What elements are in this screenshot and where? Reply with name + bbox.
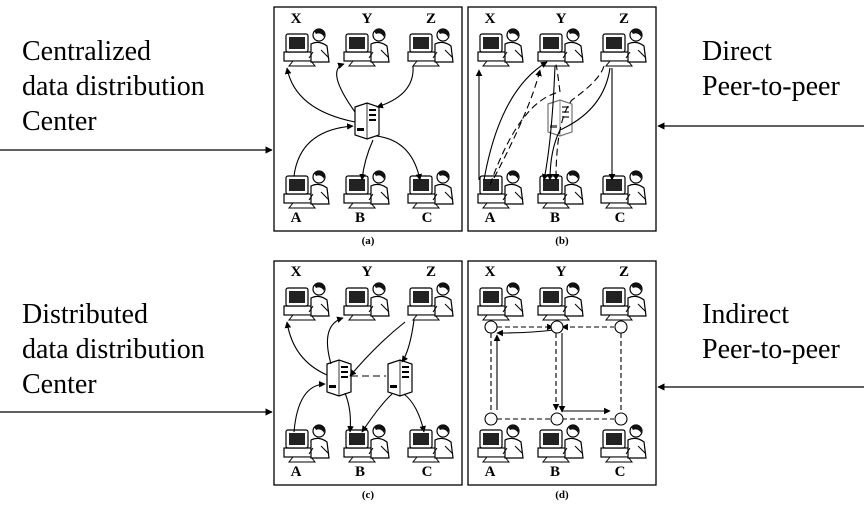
node-label-b: B — [355, 210, 365, 226]
panel-d: X Y Z A B C — [467, 260, 657, 501]
computer-user-icon — [537, 282, 584, 321]
connection-arrows — [284, 62, 423, 181]
computer-user-icon — [283, 28, 330, 67]
label-line: Peer-to-peer — [702, 334, 840, 365]
computer-user-icon — [343, 28, 390, 67]
label-centralized: Centralized data distribution Center — [22, 34, 205, 139]
node-label-x: X — [291, 264, 302, 280]
node-label-a: A — [291, 210, 302, 226]
node-label-z: Z — [619, 264, 629, 280]
label-indirect: Indirect Peer-to-peer — [702, 297, 840, 367]
label-line: Distributed — [22, 299, 148, 330]
label-line: data distribution — [22, 71, 205, 102]
node-label-b: B — [355, 464, 365, 480]
node-label-x: X — [291, 11, 302, 27]
computer-user-icon — [600, 282, 647, 321]
relay-node-icon — [484, 412, 498, 426]
label-line: Center — [22, 369, 97, 400]
computer-user-icon — [477, 28, 524, 67]
computer-user-icon — [477, 424, 524, 463]
server-tower-icon — [387, 359, 413, 397]
computer-user-icon — [537, 28, 584, 67]
label-line: Centralized — [22, 36, 152, 67]
server-tower-icon — [354, 102, 380, 140]
node-label-x: X — [485, 11, 496, 27]
label-direct: Direct Peer-to-peer — [702, 34, 840, 104]
node-label-y: Y — [362, 11, 373, 27]
connection-arrows — [475, 61, 616, 186]
node-label-x: X — [485, 264, 496, 280]
computer-user-icon — [283, 282, 330, 321]
panel-caption: (b) — [555, 235, 569, 247]
computer-user-icon — [537, 424, 584, 463]
label-distributed: Distributed data distribution Center — [22, 297, 205, 402]
label-line: Peer-to-peer — [702, 71, 840, 102]
computer-user-icon — [477, 282, 524, 321]
node-label-y: Y — [556, 264, 567, 280]
computer-user-icon — [283, 170, 330, 209]
computer-user-icon — [407, 282, 454, 321]
node-label-z: Z — [619, 11, 629, 27]
panel-b: X Y Z A B C (b) — [467, 6, 657, 247]
computer-user-icon — [343, 282, 390, 321]
node-label-c: C — [422, 210, 433, 226]
panel-caption: (d) — [555, 489, 569, 501]
relay-node-icon — [550, 412, 564, 426]
panel-a: X Y Z A B C (a) — [273, 6, 463, 247]
connection-arrows — [490, 323, 622, 420]
node-label-c: C — [615, 210, 626, 226]
computer-user-icon — [600, 28, 647, 67]
computer-user-icon — [343, 170, 390, 209]
panel-caption: (a) — [362, 235, 375, 247]
label-line: Direct — [702, 36, 772, 67]
relay-node-icon — [550, 320, 564, 334]
node-label-a: A — [291, 464, 302, 480]
panel-c: X Y Z A B C (c) — [273, 260, 463, 501]
relay-node-icon — [614, 412, 628, 426]
label-line: Center — [22, 106, 97, 137]
node-label-y: Y — [362, 264, 373, 280]
node-label-c: C — [422, 464, 433, 480]
panel-caption: (c) — [362, 489, 375, 501]
computer-user-icon — [343, 424, 390, 463]
label-line: data distribution — [22, 334, 205, 365]
label-line: Indirect — [702, 299, 790, 330]
node-label-y: Y — [556, 11, 567, 27]
relay-nodes — [484, 320, 628, 426]
node-label-a: A — [485, 210, 496, 226]
computer-user-icon — [600, 170, 647, 209]
computer-user-icon — [407, 28, 454, 67]
computer-user-icon — [283, 424, 330, 463]
node-label-a: A — [485, 464, 496, 480]
node-label-b: B — [550, 464, 560, 480]
node-label-c: C — [615, 464, 626, 480]
computer-user-icon — [407, 170, 454, 209]
node-label-b: B — [550, 210, 560, 226]
pointer-arrows — [0, 122, 864, 416]
connection-arrows — [284, 316, 426, 433]
server-tower-icon — [326, 359, 352, 397]
relay-node-icon — [614, 320, 628, 334]
computer-user-icon — [407, 424, 454, 463]
node-label-z: Z — [426, 11, 436, 27]
computer-user-icon — [600, 424, 647, 463]
node-label-z: Z — [426, 264, 436, 280]
relay-node-icon — [484, 320, 498, 334]
